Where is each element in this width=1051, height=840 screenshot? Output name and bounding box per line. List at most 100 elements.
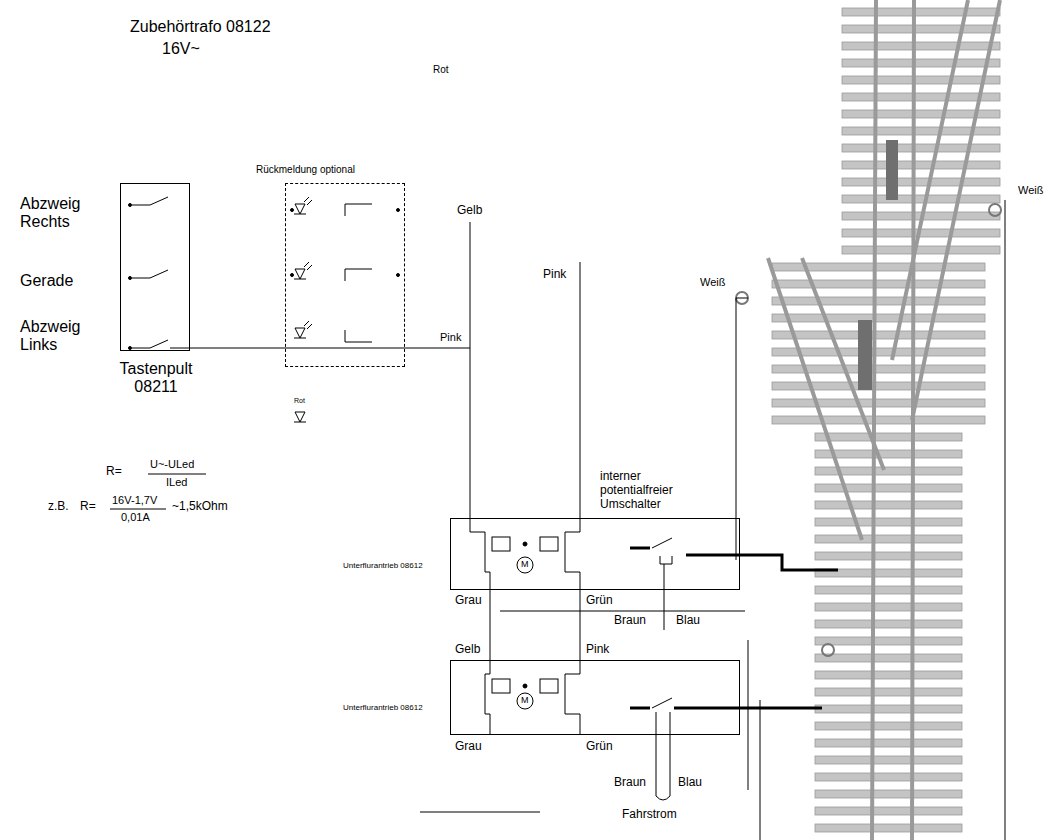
contact-symbol <box>345 269 372 281</box>
wire <box>748 640 749 790</box>
formula-term: R= <box>80 500 96 514</box>
three-way-turnout <box>736 0 1001 840</box>
wire <box>500 611 745 612</box>
wire-label: Grau <box>455 594 482 608</box>
sleeper <box>842 76 1000 84</box>
formula-term: 16V-1,7V <box>112 494 157 507</box>
sleeper <box>772 297 985 305</box>
coil-bracket <box>565 532 580 590</box>
sleeper <box>815 450 962 458</box>
sleeper <box>772 399 985 407</box>
sleeper <box>842 127 1000 135</box>
sleeper <box>815 807 962 815</box>
rail <box>768 258 862 540</box>
led-symbol <box>294 321 312 338</box>
sleeper <box>772 314 985 322</box>
point-lever <box>989 204 1001 216</box>
wire-connector <box>490 590 491 660</box>
wire-label: Grün <box>586 594 613 608</box>
switch-contact <box>660 556 672 564</box>
wire-connector <box>190 348 285 349</box>
sleeper <box>815 790 962 798</box>
motor-symbol <box>517 557 533 573</box>
sleeper <box>842 246 1000 254</box>
push-button-symbols <box>129 197 191 350</box>
formula-term: U~-ULed <box>150 458 194 471</box>
wire-label: Rot <box>294 397 305 405</box>
wire <box>170 348 190 349</box>
pink-wire <box>405 348 470 349</box>
push-button <box>132 340 168 348</box>
formula-term: 0,01A <box>121 511 150 524</box>
sleeper <box>842 161 1000 169</box>
wire-label: interner potentialfreier Umschalter <box>600 470 695 511</box>
sleeper <box>815 552 962 560</box>
motor-letter: M <box>521 695 529 705</box>
terminal-dot <box>397 274 400 277</box>
wire-label: Pink <box>440 331 461 344</box>
sleeper <box>772 382 985 390</box>
push-button <box>132 270 168 278</box>
led-symbol <box>294 262 312 279</box>
coil-symbol <box>540 679 558 693</box>
wire-label: Fahrstrom <box>622 808 677 822</box>
wire-label: Braun <box>614 614 646 628</box>
led-symbol <box>294 412 306 422</box>
wire-label: Gelb <box>457 204 482 218</box>
wire-label: Grau <box>455 740 482 754</box>
sleeper <box>842 178 1000 186</box>
rails <box>768 0 1000 840</box>
sleeper <box>815 603 962 611</box>
wire <box>664 564 665 630</box>
coil-bracket <box>485 660 490 735</box>
sleeper <box>815 535 962 543</box>
sleeper <box>815 654 962 662</box>
formula-term: ILed <box>166 476 187 489</box>
rail <box>872 0 876 840</box>
terminal-dot <box>291 274 294 277</box>
fraction-bar <box>148 474 206 475</box>
sleeper <box>815 705 962 713</box>
sleeper <box>842 42 1000 50</box>
sleeper <box>842 25 1000 33</box>
motor-letter: M <box>521 559 529 569</box>
sleeper <box>815 484 962 492</box>
led-symbol <box>294 197 312 214</box>
wire-label: Gelb <box>455 643 480 657</box>
wire-label: Braun <box>614 776 646 790</box>
sleeper <box>772 331 985 339</box>
button-panel: Tastenpult 08211 <box>120 183 190 351</box>
sleeper <box>815 671 962 679</box>
sleeper <box>815 824 962 832</box>
coil-symbol <box>540 537 558 551</box>
wire-label: Rot <box>433 64 449 76</box>
wire-label: 16V~ <box>162 40 200 58</box>
frog <box>886 140 898 200</box>
terminal-dot <box>129 347 132 350</box>
node-heading: Unterflurantrieb 08612 <box>343 561 435 570</box>
point-motor: Unterflurantrieb 08612 <box>450 518 740 590</box>
yellow-wire <box>470 222 471 532</box>
wire-label: Pink <box>543 268 566 282</box>
rail <box>802 258 884 470</box>
formula-term: ~1,5kOhm <box>172 500 228 514</box>
feedback-panel: Rückmeldung optional <box>285 183 405 367</box>
terminal-dot <box>397 209 400 212</box>
switch-blade <box>652 538 672 548</box>
sleeper <box>842 8 1000 16</box>
point-motor: Unterflurantrieb 08612 <box>450 660 740 735</box>
formula-term: R= <box>106 465 122 479</box>
wiring <box>110 197 1005 840</box>
sleeper <box>842 144 1000 152</box>
rail <box>892 0 968 360</box>
sleeper <box>815 722 962 730</box>
sleeper <box>815 739 962 747</box>
wire-connector <box>580 590 581 660</box>
formula-term: z.B. <box>48 500 69 514</box>
coil-symbol <box>492 679 510 693</box>
wire-label: Grün <box>586 740 613 754</box>
